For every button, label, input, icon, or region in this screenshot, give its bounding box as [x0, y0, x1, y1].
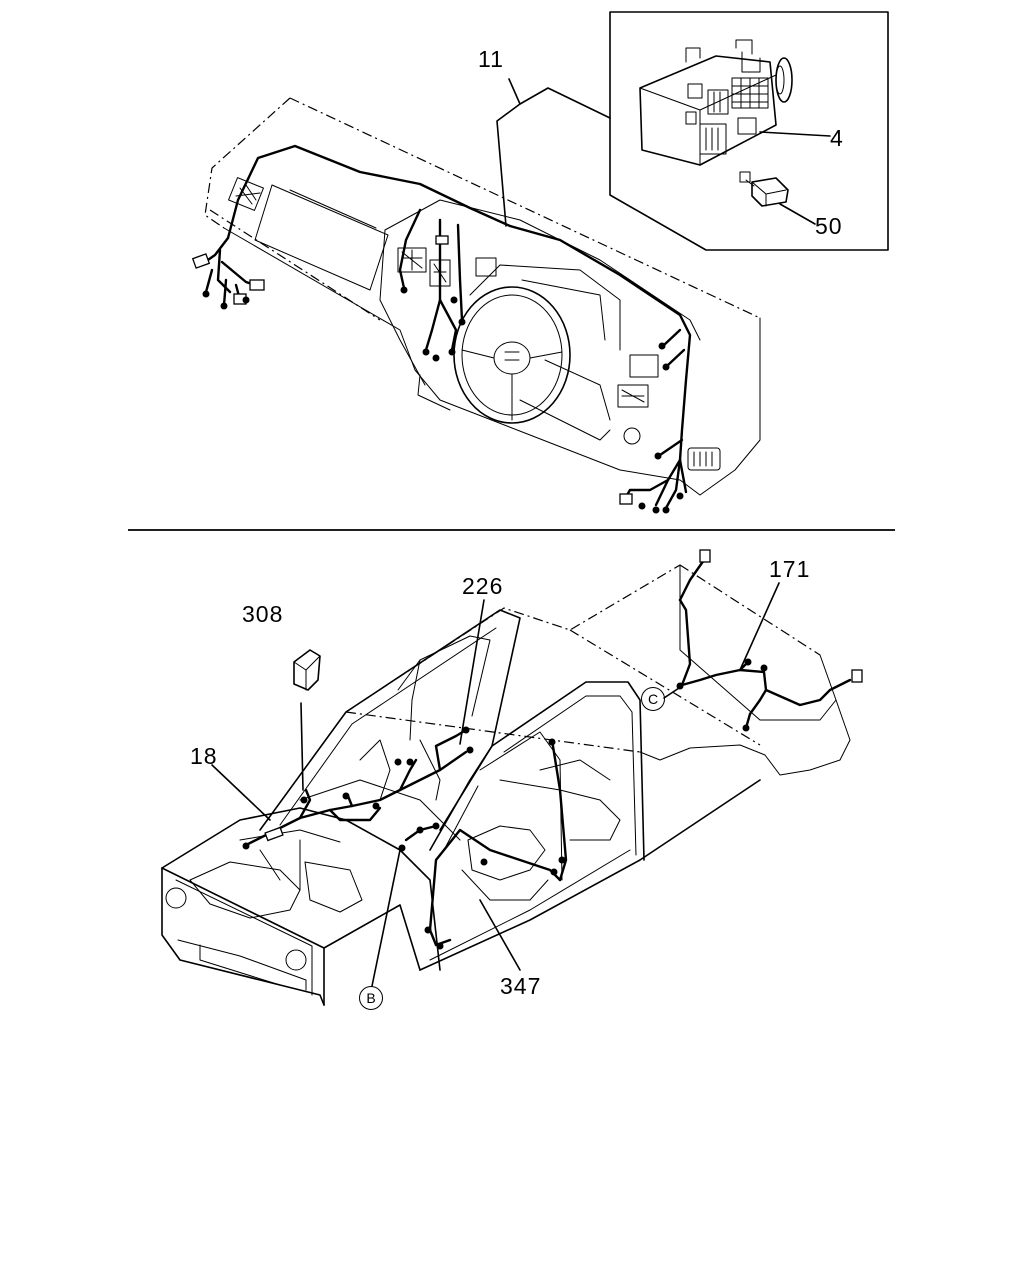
body-illustration: [161, 549, 863, 1006]
fuse-box-inset: [609, 11, 889, 251]
instrument-panel-illustration: [191, 78, 761, 514]
callout-226: 226: [462, 573, 504, 599]
callout-4: 4: [830, 125, 844, 151]
callout-11: 11: [478, 46, 504, 72]
connector-marker-c: C: [641, 687, 665, 711]
callout-50: 50: [815, 213, 843, 239]
callout-171: 171: [769, 556, 811, 582]
connector-marker-b: B: [359, 986, 383, 1010]
callout-308: 308: [242, 601, 284, 627]
callout-347: 347: [500, 973, 542, 999]
callout-18: 18: [190, 743, 218, 769]
